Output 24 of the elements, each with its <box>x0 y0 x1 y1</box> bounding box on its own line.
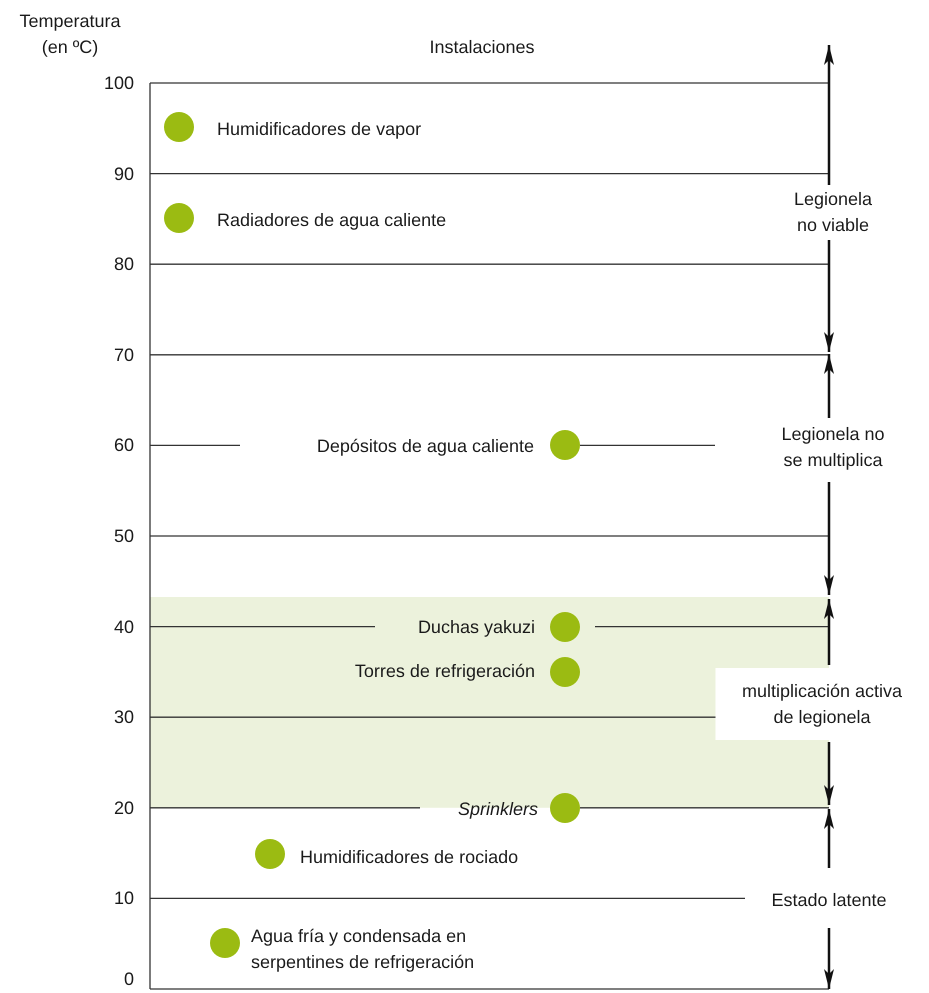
axis-title: Temperatura (en ºC) <box>18 10 122 59</box>
axis-tick-label: 100 <box>104 72 134 95</box>
installation-label: Radiadores de agua caliente <box>217 209 446 232</box>
range-label: Legionela no se multiplica <box>780 423 886 472</box>
axis-tick-label: 20 <box>114 796 134 820</box>
axis-tick-label: 70 <box>114 344 134 367</box>
installation-label: Depósitos de agua caliente <box>316 435 534 458</box>
axis-tick-label: 60 <box>114 434 134 458</box>
axis-tick-label: 10 <box>114 887 134 910</box>
axis-tick-label: 0 <box>124 968 134 991</box>
installation-label: Duchas yakuzi <box>418 616 535 639</box>
column-heading: Instalaciones <box>429 36 535 59</box>
installation-label: Humidificadores de rociado <box>300 846 518 869</box>
range-label: Legionela no viable <box>792 188 874 237</box>
axis-tick-label: 80 <box>114 253 134 276</box>
axis-tick-label: 40 <box>114 616 134 639</box>
installation-label: Torres de refrigeración <box>354 660 535 683</box>
axis-tick-label: 30 <box>114 706 134 730</box>
range-label: Estado latente <box>771 889 887 912</box>
axis-tick-label: 90 <box>114 162 134 186</box>
axis-tick-label: 50 <box>114 525 134 548</box>
installation-label: Agua fría y condensada en serpentines de refrigeración <box>251 925 476 974</box>
installation-label: Sprinklers <box>458 798 538 821</box>
installation-label: Humidificadores de vapor <box>217 118 422 141</box>
